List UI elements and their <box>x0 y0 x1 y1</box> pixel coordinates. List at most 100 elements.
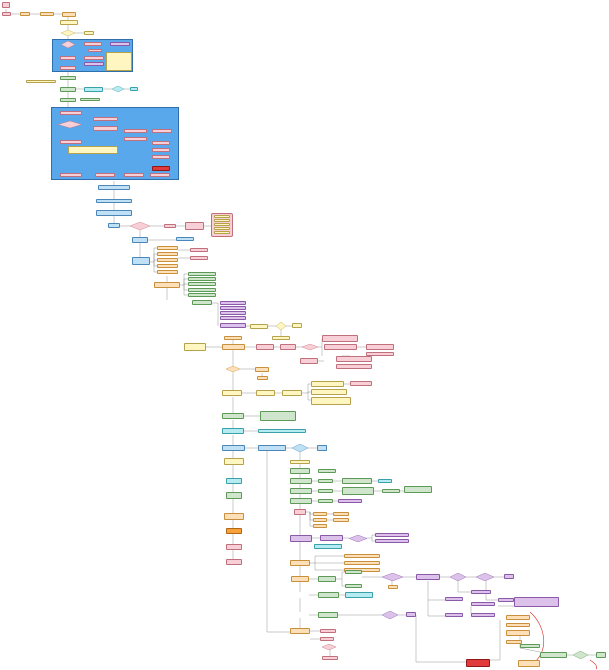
step-node <box>366 352 394 356</box>
step-node <box>130 87 138 91</box>
step-node <box>80 98 100 101</box>
step-node <box>320 629 336 633</box>
step-node <box>255 367 269 372</box>
step-node <box>60 56 76 60</box>
step-node <box>318 479 333 483</box>
step-node <box>375 533 409 537</box>
step-node <box>157 264 178 268</box>
step-node <box>318 489 333 493</box>
step-node <box>88 49 102 52</box>
step-node <box>378 479 392 483</box>
step-node <box>84 42 102 46</box>
step-node <box>504 574 514 579</box>
step-node <box>290 488 312 494</box>
step-node <box>220 323 246 328</box>
step-node <box>314 544 342 549</box>
step-node <box>220 311 246 315</box>
decision-node <box>573 651 588 659</box>
step-node <box>344 561 380 565</box>
step-node <box>60 98 76 102</box>
step-node <box>350 381 372 386</box>
step-node <box>222 428 244 434</box>
step-node <box>345 570 362 574</box>
step-node <box>250 324 268 329</box>
step-node <box>471 590 491 594</box>
note-box <box>260 411 296 421</box>
step-node <box>322 656 338 660</box>
step-node <box>60 20 78 25</box>
step-node <box>124 137 147 141</box>
note-box <box>106 52 132 71</box>
step-node <box>445 613 463 617</box>
step-node <box>152 141 170 145</box>
step-node <box>224 458 244 465</box>
step-node <box>152 129 172 133</box>
step-node <box>290 560 310 566</box>
step-node <box>280 344 296 350</box>
step-node <box>84 56 104 60</box>
step-node <box>40 12 54 16</box>
step-node <box>95 173 115 177</box>
step-node <box>318 499 333 503</box>
step-node <box>220 301 246 305</box>
step-node <box>388 585 398 589</box>
decision-node <box>112 86 124 92</box>
step-node <box>506 630 530 636</box>
step-node <box>336 364 372 369</box>
step-node <box>188 288 216 292</box>
start-node <box>2 2 10 8</box>
step-node <box>258 429 306 433</box>
step-node <box>292 323 302 328</box>
step-node <box>336 356 372 362</box>
step-node <box>157 270 178 274</box>
step-node <box>324 344 357 350</box>
step-node <box>291 576 309 582</box>
step-node <box>520 644 540 648</box>
step-node <box>540 652 567 658</box>
step-node <box>311 381 344 387</box>
step-node <box>226 544 242 550</box>
step-node <box>338 499 362 503</box>
step-node <box>345 584 362 588</box>
step-node <box>164 224 176 228</box>
step-node <box>313 512 327 516</box>
step-node <box>110 42 130 46</box>
step-node <box>188 282 216 286</box>
step-node <box>60 66 76 70</box>
step-node <box>342 478 372 484</box>
step-node <box>282 390 302 396</box>
step-node <box>345 592 373 598</box>
step-node <box>256 344 274 350</box>
step-node <box>222 344 245 350</box>
step-node <box>313 524 327 528</box>
step-node <box>256 390 275 396</box>
decision-node <box>322 644 336 650</box>
step-node <box>320 535 343 541</box>
step-node <box>342 487 374 495</box>
decision-node <box>276 322 286 330</box>
decision-node <box>382 611 398 619</box>
step-node <box>344 568 380 572</box>
step-node <box>185 222 204 230</box>
step-node <box>318 469 336 473</box>
step-node <box>226 478 242 484</box>
decision-node <box>61 30 75 36</box>
step-node <box>290 628 310 634</box>
step-node <box>192 300 212 305</box>
decision-node <box>226 366 240 372</box>
step-node <box>132 237 148 243</box>
decision-node <box>302 344 318 350</box>
step-node <box>320 637 334 641</box>
step-node <box>311 397 351 405</box>
step-node <box>518 660 540 667</box>
step-node <box>154 282 180 288</box>
step-node <box>471 613 495 617</box>
decision-node <box>382 573 403 581</box>
step-node <box>224 336 242 340</box>
step-node <box>506 640 522 644</box>
step-node <box>596 652 606 658</box>
step-node <box>272 336 290 340</box>
step-node <box>152 148 170 152</box>
note-box <box>68 146 118 154</box>
